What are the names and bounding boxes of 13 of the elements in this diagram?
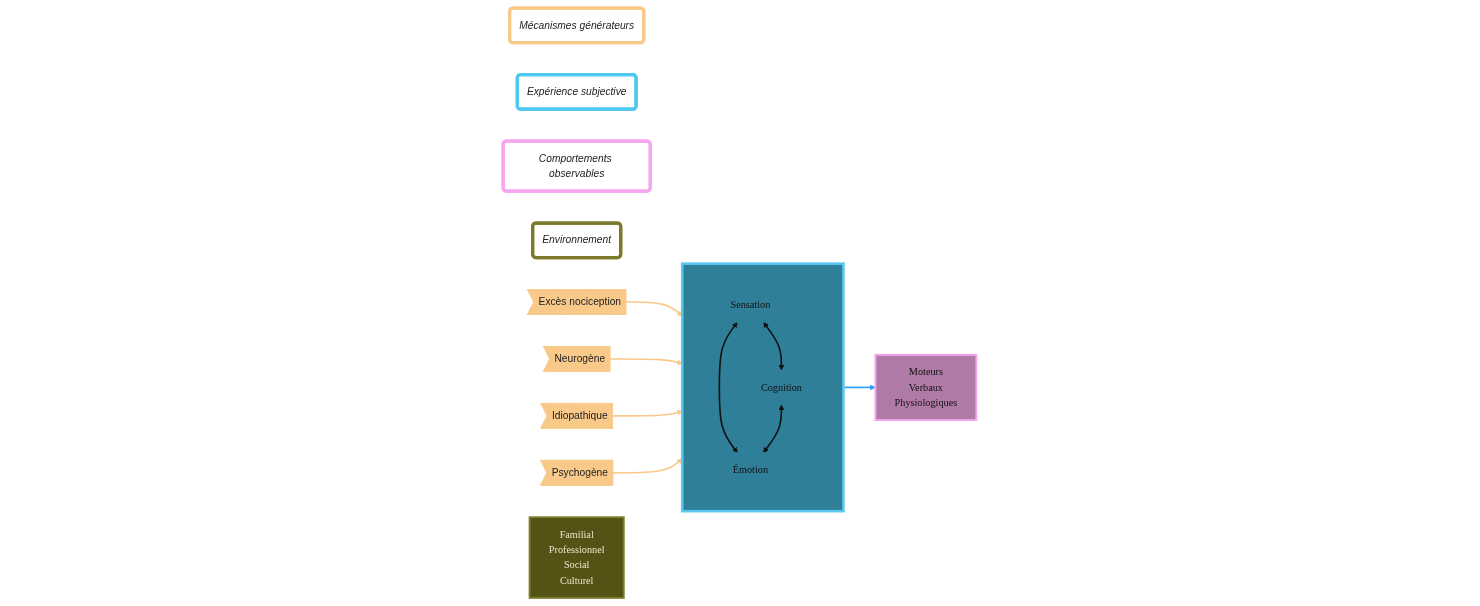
node-text: Émotion (733, 464, 769, 476)
arrow (609, 358, 683, 365)
node-box: Familial Professionnel Social Culturel (528, 516, 625, 599)
node-text: Sensation (730, 299, 771, 311)
arrow (718, 322, 738, 453)
arrow (763, 322, 785, 371)
node-box: Moteurs Verbaux Physiologiques (874, 353, 978, 421)
cluster (681, 262, 845, 513)
arrow (763, 404, 785, 453)
arrow (612, 458, 683, 474)
arrow (611, 409, 683, 417)
arrow (625, 301, 683, 317)
node-text: Cognition (761, 381, 803, 393)
